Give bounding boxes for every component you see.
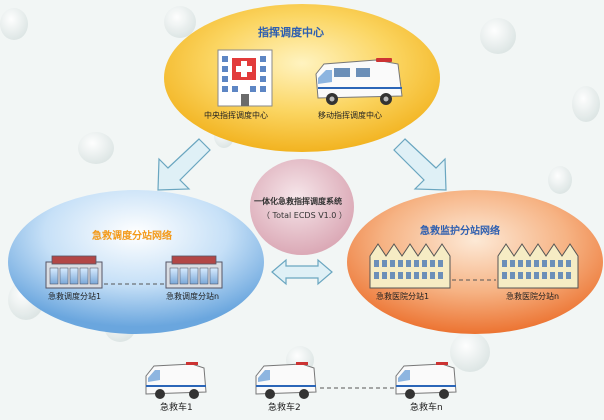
mobile-command-label: 移动指挥调度中心	[318, 111, 382, 120]
hospital-building-icon	[217, 49, 273, 107]
ambulance-n-label: 急救车n	[410, 403, 443, 413]
hospital-station-1-label: 急救医院分站1	[376, 292, 430, 301]
ambulance-1-icon	[145, 362, 207, 399]
monitor-network-ellipse	[347, 190, 603, 334]
system-circle	[250, 159, 354, 255]
hospital-station-1-icon	[369, 243, 451, 289]
monitor-network-title: 急救监护分站网络	[420, 226, 500, 237]
ambulance-2-icon	[255, 362, 317, 399]
central-command-label: 中央指挥调度中心	[204, 111, 268, 120]
dispatch-network-ellipse	[8, 190, 264, 334]
hospital-station-n-label: 急救医院分站n	[506, 292, 560, 301]
dispatch-network-title: 急救调度分站网络	[92, 231, 172, 242]
command-van-icon	[315, 58, 403, 105]
arrow-down-right	[393, 138, 447, 191]
arrow-down-left	[157, 138, 211, 191]
dispatch-station-n-icon	[165, 255, 223, 289]
ambulance-1-label: 急救车1	[160, 403, 193, 413]
hospital-station-n-icon	[497, 243, 579, 289]
system-version: （ Total ECDS V1.0 ）	[262, 211, 347, 220]
double-arrow	[271, 258, 333, 286]
command-center-title: 指挥调度中心	[258, 26, 324, 39]
system-name: 一体化急救指挥调度系统	[254, 197, 342, 206]
dispatch-station-1-label: 急救调度分站1	[48, 292, 102, 301]
ambulance-n-icon	[395, 362, 457, 399]
dispatch-station-n-label: 急救调度分站n	[166, 292, 220, 301]
command-center-ellipse	[164, 4, 440, 152]
dispatch-station-1-icon	[45, 255, 103, 289]
ambulance-2-label: 急救车2	[268, 403, 301, 413]
